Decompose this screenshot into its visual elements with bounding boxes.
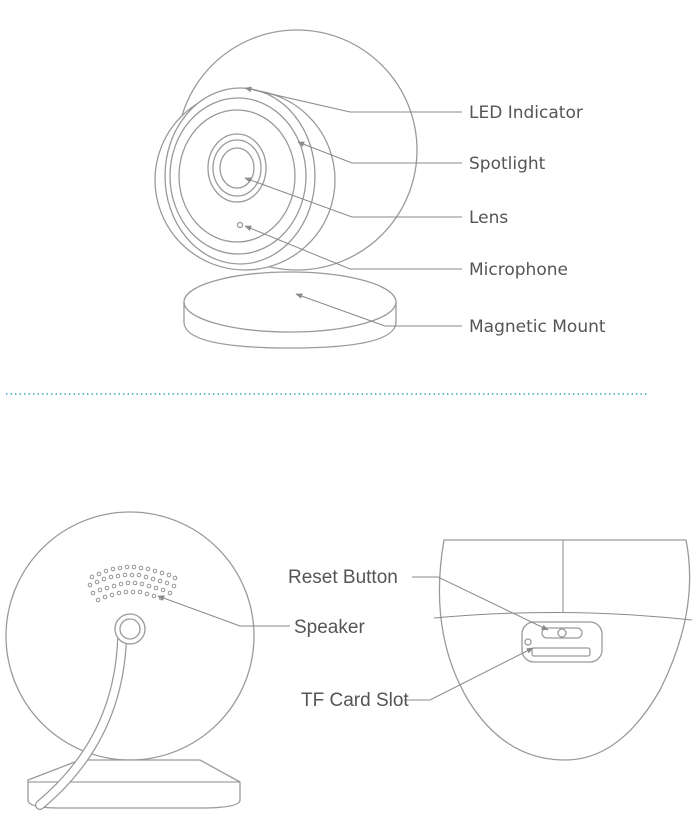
spotlight-label: Spotlight: [469, 154, 546, 174]
back-callout: Speaker: [157, 595, 365, 638]
lens-label: Lens: [469, 208, 508, 228]
bottom-view-camera: [433, 539, 692, 761]
speaker-label: Speaker: [294, 617, 365, 638]
back-view-camera: [5, 511, 255, 810]
magnetic-mount: [183, 271, 397, 349]
led-indicator-label: LED Indicator: [469, 103, 583, 123]
reset-button-label: Reset Button: [288, 567, 398, 588]
tf-card-slot-shape: [531, 647, 591, 657]
microphone-hole: [236, 221, 244, 229]
front-callout-labels: LED Indicator Spotlight Lens Microphone …: [469, 103, 606, 337]
front-view-camera: [154, 29, 418, 349]
front-callout-lines: [244, 86, 462, 327]
reset-button-shape: [541, 627, 583, 639]
tf-card-slot-label: TF Card Slot: [301, 690, 409, 711]
lens-inner: [219, 147, 255, 189]
microphone-label: Microphone: [469, 260, 568, 280]
magnetic-mount-label: Magnetic Mount: [469, 317, 606, 337]
bottom-callouts: Reset Button TF Card Slot: [288, 567, 549, 711]
